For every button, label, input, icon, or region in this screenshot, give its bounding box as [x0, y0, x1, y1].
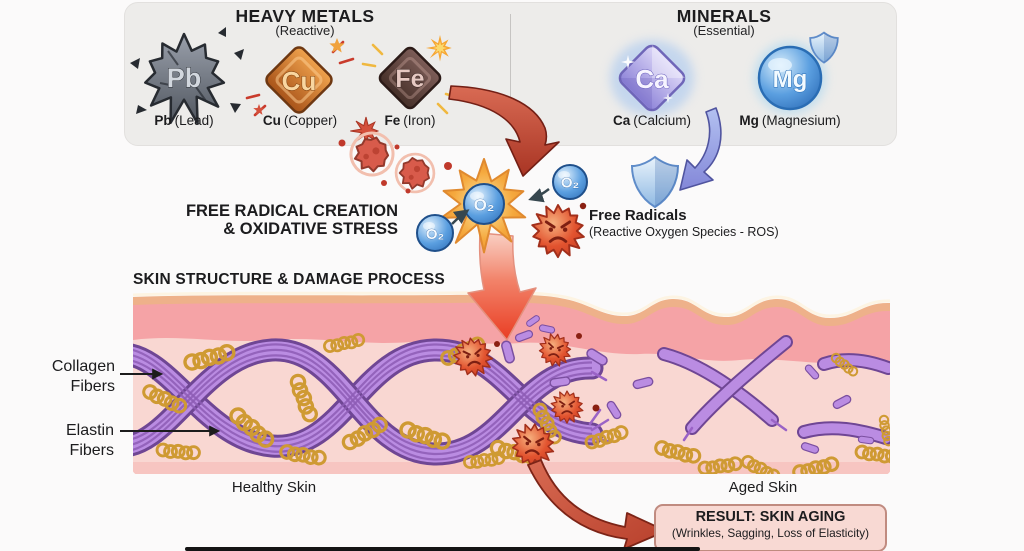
damaged-cell-blob	[391, 149, 439, 197]
skin-illustration	[133, 291, 890, 474]
collagen-fragments	[500, 314, 875, 455]
o2-molecule-icon: O₂	[416, 214, 454, 252]
video-progress-bar[interactable]	[185, 547, 700, 551]
svg-text:O₂: O₂	[426, 226, 444, 243]
starburst-icon: O₂	[439, 158, 527, 254]
epidermis-layer	[133, 302, 890, 474]
heavy-metals-title: HEAVY METALS	[235, 6, 375, 26]
free-radicals-label: Free Radicals	[589, 207, 687, 224]
elastin-coils	[139, 332, 890, 474]
collagen-fibers-broken	[664, 342, 890, 442]
skin-section-heading: SKIN STRUCTURE & DAMAGE PROCESS	[133, 271, 445, 288]
minerals-subtitle: (Essential)	[693, 23, 755, 38]
mg-label: Mg(Magnesium)	[739, 113, 841, 128]
free-radical-icon	[535, 330, 575, 370]
o2-molecule-icon: O₂	[463, 183, 505, 225]
ca-label: Ca(Calcium)	[612, 113, 692, 128]
electron-dot	[579, 202, 587, 210]
o2-molecule-icon: O₂	[552, 164, 588, 200]
collagen-fibers-label: Collagen Fibers	[51, 358, 115, 395]
o2-merge-arrow	[528, 188, 550, 203]
dermis-layer	[133, 338, 890, 474]
free-radical-icon	[550, 390, 584, 424]
aging-result-arrow	[527, 459, 667, 550]
aged-skin-label: Aged Skin	[728, 479, 798, 496]
electron-dots	[494, 333, 600, 412]
minerals-title: MINERALS	[676, 6, 772, 26]
collagen-fibers-healthy	[133, 344, 613, 459]
fe-label: Fe(Iron)	[384, 113, 436, 128]
free-radical-icon	[450, 334, 496, 380]
cu-label: Cu(Copper)	[262, 113, 338, 128]
o2-merge-arrow	[451, 209, 470, 225]
healthy-skin-label: Healthy Skin	[231, 479, 317, 496]
result-title: RESULT: SKIN AGING	[695, 509, 846, 525]
heavy-metals-subtitle: (Reactive)	[275, 23, 335, 38]
stratum-corneum-layer	[133, 294, 890, 474]
result-subtitle: (Wrinkles, Sagging, Loss of Elasticity)	[671, 526, 870, 540]
result-box: RESULT: SKIN AGING (Wrinkles, Sagging, L…	[654, 504, 887, 551]
svg-text:O₂: O₂	[561, 175, 579, 192]
panel-divider	[510, 14, 511, 100]
elastin-fibers-label: Elastin Fibers	[65, 422, 114, 459]
free-radical-icon	[530, 203, 586, 259]
shield-icon	[631, 156, 679, 208]
debris-dots	[338, 139, 452, 194]
free-radical-heading: FREE RADICAL CREATION & OXIDATIVE STRESS	[185, 202, 398, 238]
svg-text:O₂: O₂	[474, 196, 495, 215]
free-radical-icon	[509, 421, 557, 470]
free-radicals-sublabel: (Reactive Oxygen Species - ROS)	[589, 225, 779, 239]
